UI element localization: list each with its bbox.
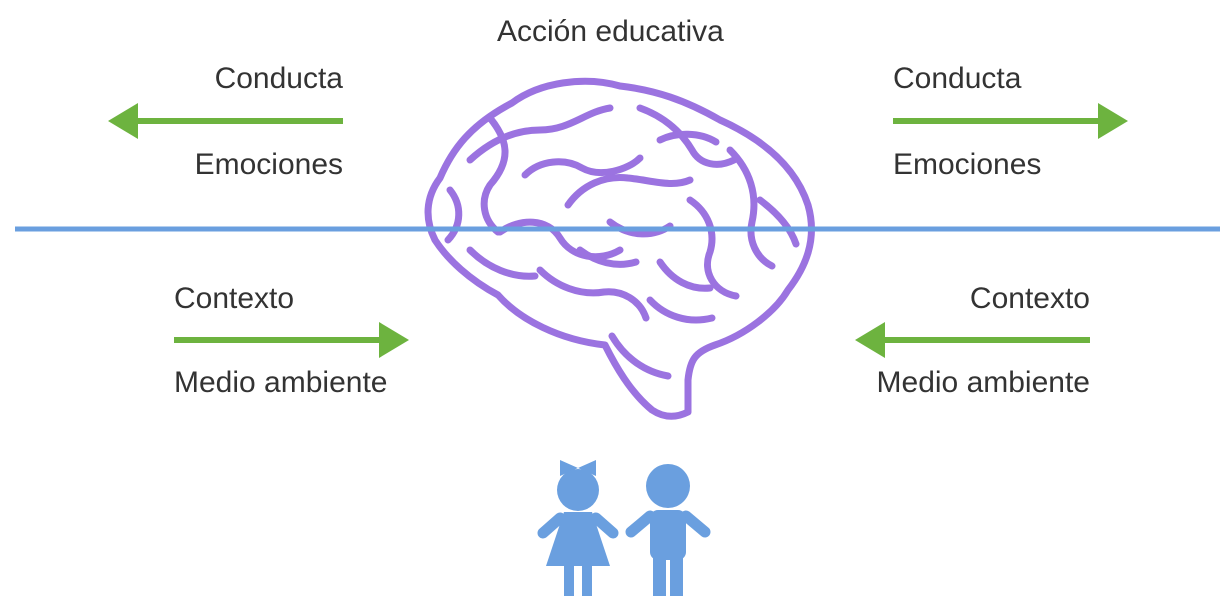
brain-fold — [521, 154, 644, 179]
brain-fold — [756, 196, 800, 248]
brain-fold — [466, 246, 539, 280]
lower-left-top-label: Contexto — [174, 282, 295, 315]
brain-fold — [576, 246, 640, 268]
brain-fold — [480, 114, 509, 236]
brain-stem — [608, 332, 672, 380]
brain-fold — [466, 104, 614, 164]
arrow-left-lower — [855, 322, 1090, 358]
upper-left-top-label: Conducta — [214, 62, 343, 95]
lower-left-bottom-label: Medio ambiente — [174, 366, 388, 399]
brain-fold — [496, 218, 624, 261]
upper-right-top-label: Conducta — [893, 62, 1022, 95]
brain-fold — [636, 104, 738, 168]
brain-fold — [444, 186, 463, 244]
arrow-right-upper — [893, 103, 1128, 139]
brain-fold — [536, 266, 650, 322]
upper-right-bottom-label: Emociones — [893, 148, 1042, 181]
brain-fold — [726, 146, 776, 270]
lower-right-bottom-label: Medio ambiente — [876, 366, 1090, 399]
lower-right-top-label: Contexto — [969, 282, 1090, 315]
brain-fold — [686, 196, 740, 300]
diagram-title: Acción educativa — [497, 15, 724, 48]
brain-fold — [564, 173, 694, 209]
upper-left-bottom-label: Emociones — [194, 148, 343, 181]
brain-outline — [424, 77, 815, 420]
boy-icon — [625, 464, 711, 596]
arrow-left-upper — [108, 103, 343, 139]
brain-fold — [646, 296, 716, 324]
girl-icon — [537, 460, 619, 596]
arrow-right-lower — [174, 322, 409, 358]
brain-fold — [656, 130, 720, 146]
brain-fold — [656, 258, 714, 292]
brain-icon — [424, 77, 815, 420]
